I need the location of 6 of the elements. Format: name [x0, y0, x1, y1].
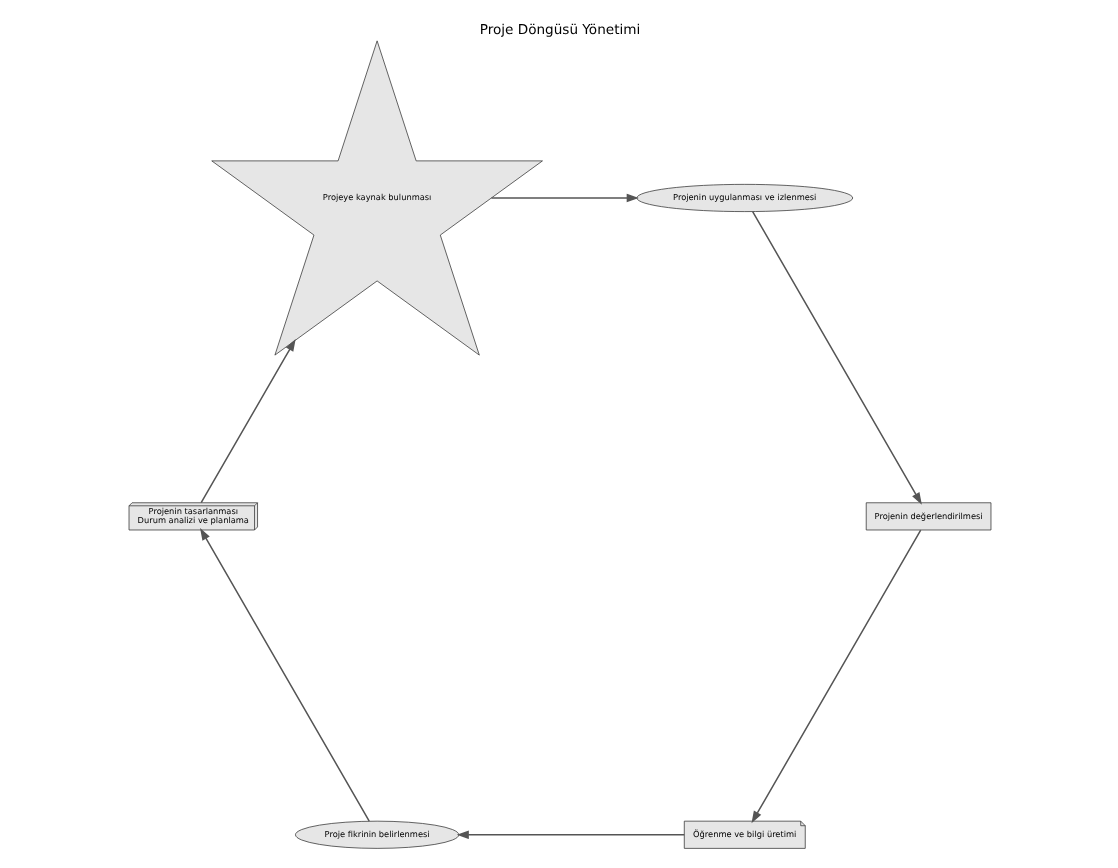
arrow [199, 339, 295, 504]
arrow [199, 528, 369, 822]
arrow [489, 193, 638, 203]
arrow [455, 830, 685, 839]
arrow [750, 529, 921, 824]
arrow [750, 210, 921, 505]
